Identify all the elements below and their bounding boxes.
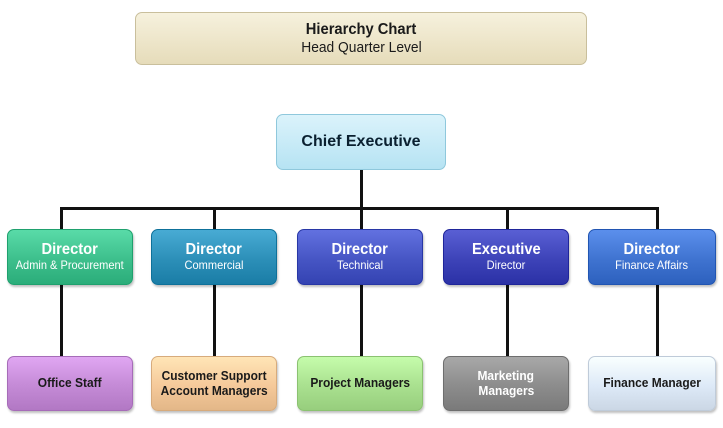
node-title: Director xyxy=(623,240,681,258)
node-director-technical: Director Technical xyxy=(297,229,423,285)
node-executive-director: Executive Director xyxy=(443,229,569,285)
connector-team-3 xyxy=(360,285,363,357)
node-director-commercial: Director Commercial xyxy=(151,229,277,285)
node-label-line1: Office Staff xyxy=(38,375,102,391)
node-subtitle: Technical xyxy=(336,258,384,273)
node-subtitle: Finance Affairs xyxy=(615,258,689,273)
node-label-line2: Account Managers xyxy=(160,382,268,398)
node-office-staff: Office Staff xyxy=(7,356,133,411)
connector-director-2 xyxy=(213,207,216,230)
node-label: Chief Executive xyxy=(301,132,421,150)
node-title: Executive xyxy=(471,240,541,258)
connector-team-5 xyxy=(656,285,659,357)
node-project-managers: Project Managers xyxy=(297,356,423,411)
node-label-line1: Customer Support xyxy=(161,367,267,383)
node-subtitle: Director xyxy=(486,258,526,273)
node-director-admin: Director Admin & Procurement xyxy=(7,229,133,285)
node-label-line1: Project Managers xyxy=(310,375,410,391)
node-subtitle: Commercial xyxy=(184,258,244,273)
connector-team-2 xyxy=(213,285,216,357)
node-label-line1: Marketing xyxy=(477,367,535,383)
chart-subtitle: Head Quarter Level xyxy=(300,39,422,57)
connector-director-1 xyxy=(60,207,63,230)
node-finance-manager: Finance Manager xyxy=(588,356,716,411)
node-marketing-managers: Marketing Managers xyxy=(443,356,569,411)
node-label-line2: Managers xyxy=(478,382,534,398)
chart-title: Hierarchy Chart xyxy=(305,20,417,38)
node-director-finance: Director Finance Affairs xyxy=(588,229,716,285)
node-title: Director xyxy=(41,240,99,258)
connector-team-4 xyxy=(506,285,509,357)
connector-root-down xyxy=(360,170,363,208)
connector-director-4 xyxy=(506,207,509,230)
node-label-line1: Finance Manager xyxy=(603,375,701,391)
node-customer-support: Customer Support Account Managers xyxy=(151,356,277,411)
chart-title-box: Hierarchy Chart Head Quarter Level xyxy=(135,12,587,65)
connector-director-3 xyxy=(360,207,363,230)
connector-director-5 xyxy=(656,207,659,230)
node-subtitle: Admin & Procurement xyxy=(15,258,124,273)
node-title: Director xyxy=(185,240,243,258)
connector-horizontal-bus xyxy=(60,207,659,210)
connector-team-1 xyxy=(60,285,63,357)
node-chief-executive: Chief Executive xyxy=(276,114,446,170)
node-title: Director xyxy=(331,240,389,258)
